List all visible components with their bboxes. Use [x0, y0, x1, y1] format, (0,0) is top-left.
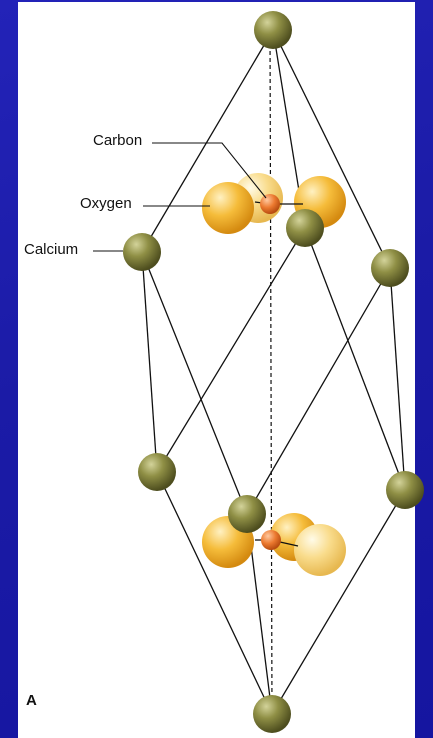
lower-carbonate-group: [202, 513, 346, 576]
oxygen-atom: [294, 524, 346, 576]
label-leader-lines: [93, 142, 267, 252]
calcium-label: Calcium: [24, 241, 79, 258]
calcium-atoms: [123, 11, 424, 733]
calcium-atom: [371, 249, 409, 287]
carbon-atom: [261, 530, 281, 550]
carbon-leader-line: [152, 142, 267, 199]
lattice-edges: [141, 29, 406, 715]
calcium-atom: [386, 471, 424, 509]
panel-letter: A: [26, 692, 37, 709]
oxygen-label: Oxygen: [80, 195, 132, 212]
carbon-atom: [260, 194, 280, 214]
calcium-atom: [138, 453, 176, 491]
c-axis-dashed-line: [269, 29, 273, 715]
calcium-atom: [286, 209, 324, 247]
calcium-atom: [254, 11, 292, 49]
upper-carbonate-group: [202, 173, 346, 234]
calcium-atom: [253, 695, 291, 733]
oxygen-atom: [202, 182, 254, 234]
calcium-atom: [228, 495, 266, 533]
calcium-atom: [123, 233, 161, 271]
carbon-label: Carbon: [93, 132, 143, 149]
